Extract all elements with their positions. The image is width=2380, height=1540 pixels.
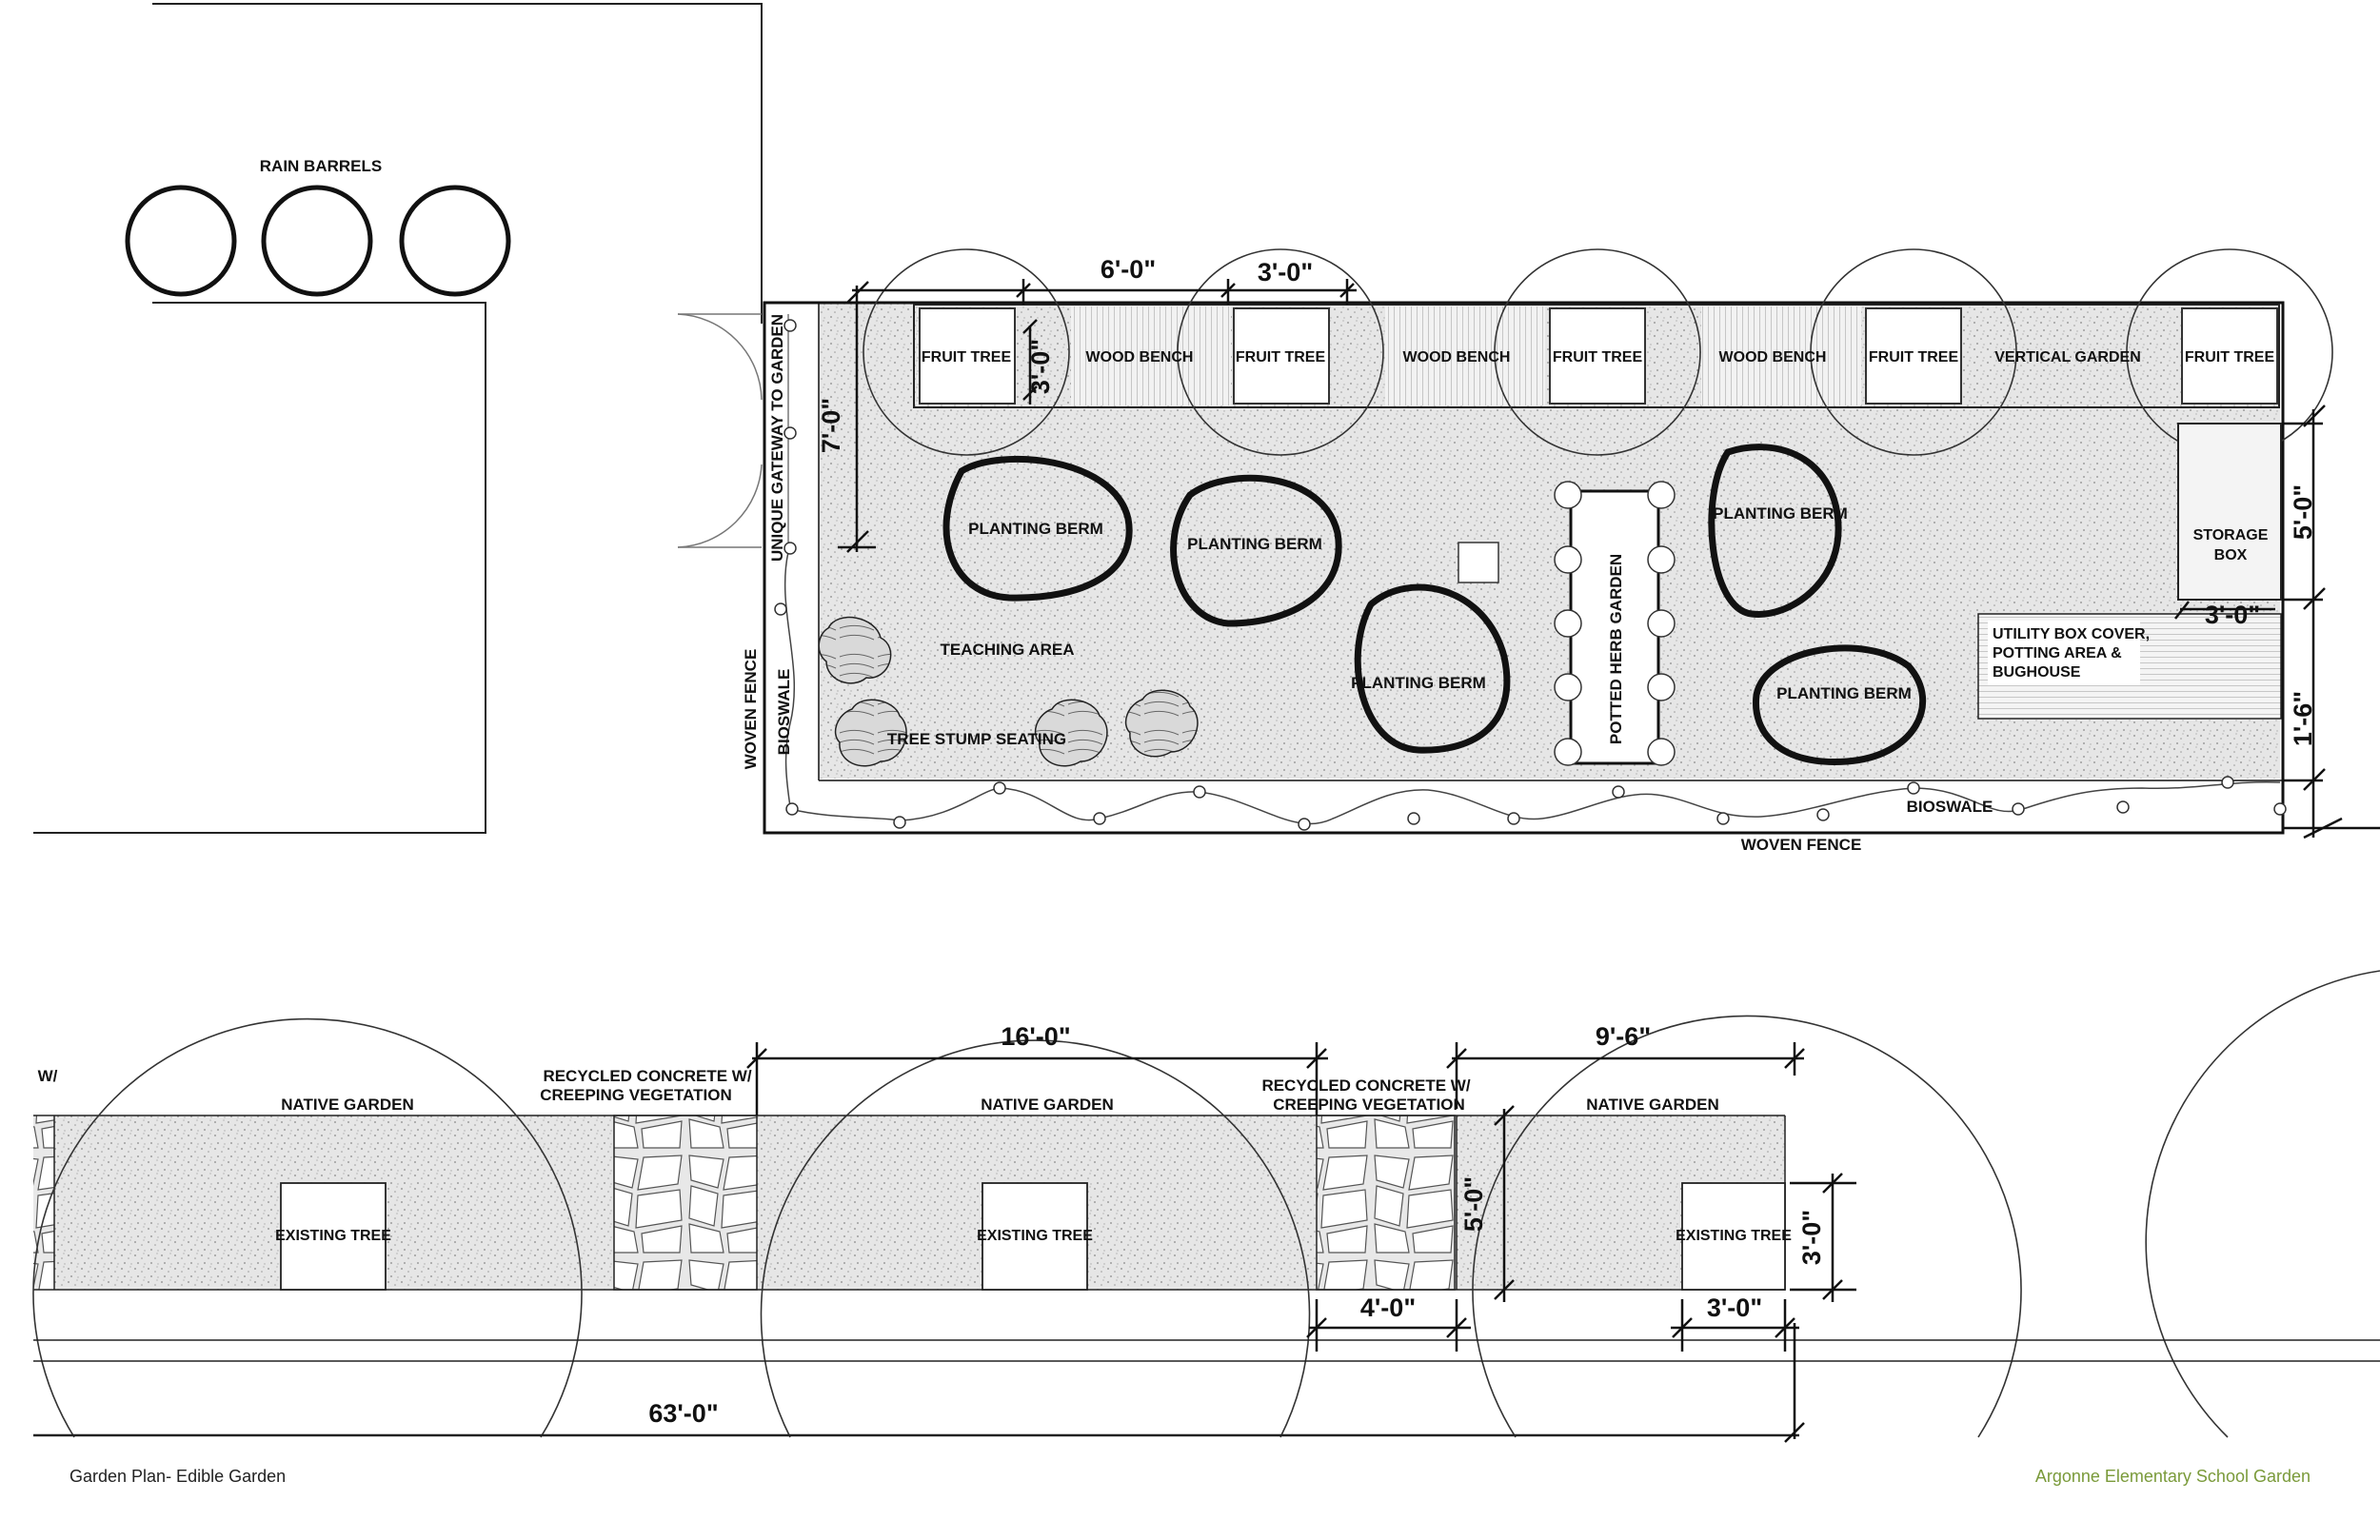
dimension-label: 6'-0" bbox=[1101, 255, 1156, 284]
dimension-label: 63'-0" bbox=[648, 1399, 718, 1428]
tree-stump-seating-label: TREE STUMP SEATING bbox=[887, 730, 1066, 748]
road-lines bbox=[33, 1339, 2380, 1437]
tree-stumps bbox=[818, 616, 1199, 767]
planting-berm-label: PLANTING BERM bbox=[1713, 504, 1848, 523]
teaching-area-label: TEACHING AREA bbox=[940, 641, 1074, 659]
dimension-lines bbox=[746, 1042, 1856, 1443]
planting-berm-label: PLANTING BERM bbox=[1351, 674, 1486, 692]
existing-tree-pits bbox=[280, 1182, 1786, 1291]
building-outline bbox=[33, 3, 763, 834]
recycled-concrete bbox=[1316, 1115, 1456, 1291]
potted-herb-garden-label: POTTED HERB GARDEN bbox=[1607, 554, 1625, 744]
recycled-concrete-label: W/ bbox=[38, 1067, 58, 1085]
existing-tree-label: EXISTING TREE bbox=[977, 1228, 1093, 1244]
dimension-label: 3'-0" bbox=[1797, 1210, 1826, 1265]
existing-tree-label: EXISTING TREE bbox=[1676, 1228, 1792, 1244]
bioswale-label: BIOSWALE bbox=[1907, 798, 1993, 816]
footer-title: Garden Plan- Edible Garden bbox=[69, 1467, 287, 1486]
wood-bench-label: WOOD BENCH bbox=[1719, 349, 1827, 365]
native-garden-label: NATIVE GARDEN bbox=[281, 1096, 413, 1114]
fruit-tree-label: FRUIT TREE bbox=[2185, 349, 2275, 365]
dimension-label: 16'-0" bbox=[1001, 1022, 1070, 1051]
dimension-label: 5'-0" bbox=[1459, 1176, 1488, 1232]
storage-box bbox=[2177, 423, 2282, 601]
gateway-doors bbox=[677, 313, 763, 548]
garden-outer-fence bbox=[763, 301, 2285, 835]
rain-barrels bbox=[125, 185, 511, 297]
planting-berm-label: PLANTING BERM bbox=[968, 520, 1103, 538]
utility-box-label: POTTING AREA & bbox=[1993, 645, 2122, 661]
recycled-concrete bbox=[33, 1116, 54, 1290]
dimension-label: 3'-0" bbox=[1026, 339, 1055, 394]
dimension-label: 1'-6" bbox=[2289, 691, 2317, 746]
bench-row bbox=[913, 304, 2280, 408]
bioswale bbox=[783, 551, 2281, 825]
existing-tree-canopies bbox=[32, 970, 2380, 1438]
utility-box-label: UTILITY BOX COVER, bbox=[1993, 626, 2150, 642]
fruit-tree-label: FRUIT TREE bbox=[1553, 349, 1643, 365]
dimension-label: 9'-6" bbox=[1596, 1022, 1651, 1051]
footer-project-name: Argonne Elementary School Garden bbox=[2034, 1467, 2311, 1486]
dimension-label: 3'-0" bbox=[2205, 601, 2260, 629]
wood-bench-label: WOOD BENCH bbox=[1403, 349, 1511, 365]
fence-posts bbox=[774, 319, 2287, 831]
dimension-label: 4'-0" bbox=[1360, 1293, 1416, 1322]
dimension-label: 5'-0" bbox=[2289, 484, 2317, 540]
fruit-tree-label: FRUIT TREE bbox=[1236, 349, 1326, 365]
fruit-tree-label: FRUIT TREE bbox=[922, 349, 1012, 365]
recycled-concrete-label: CREEPING VEGETATION bbox=[1273, 1096, 1465, 1114]
rain-barrels-label: RAIN BARRELS bbox=[260, 157, 382, 175]
recycled-concrete bbox=[613, 1115, 758, 1291]
storage-box-label: STORAGE bbox=[2193, 527, 2269, 543]
woven-fence-label: WOVEN FENCE bbox=[742, 649, 760, 770]
potted-herb-garden bbox=[1554, 481, 1676, 766]
planting-berm-label: PLANTING BERM bbox=[1187, 535, 1322, 553]
recycled-concrete-label: RECYCLED CONCRETE W/ bbox=[543, 1067, 751, 1085]
dimension-label: 3'-0" bbox=[1707, 1293, 1762, 1322]
center-marker bbox=[1458, 542, 1499, 583]
fruit-tree-canopies bbox=[863, 248, 2333, 456]
storage-box-label: BOX bbox=[2214, 547, 2248, 563]
dimension-lines bbox=[838, 279, 2380, 839]
native-garden-label: NATIVE GARDEN bbox=[981, 1096, 1113, 1114]
unique-gateway-label: UNIQUE GATEWAY TO GARDEN bbox=[768, 314, 786, 562]
planting-berms bbox=[942, 444, 1927, 765]
dimension-label: 7'-0" bbox=[817, 398, 845, 453]
wood-bench-label: WOOD BENCH bbox=[1086, 349, 1194, 365]
bioswale-label: BIOSWALE bbox=[775, 669, 793, 756]
dimension-label: 3'-0" bbox=[1258, 258, 1313, 286]
utility-box-label: BUGHOUSE bbox=[1993, 664, 2081, 681]
woven-fence-label: WOVEN FENCE bbox=[1741, 836, 1862, 854]
existing-tree-label: EXISTING TREE bbox=[275, 1228, 391, 1244]
vertical-garden-label: VERTICAL GARDEN bbox=[1994, 349, 2141, 365]
native-garden-label: NATIVE GARDEN bbox=[1586, 1096, 1718, 1114]
fruit-tree-label: FRUIT TREE bbox=[1869, 349, 1959, 365]
planting-berm-label: PLANTING BERM bbox=[1776, 684, 1912, 702]
recycled-concrete-label: CREEPING VEGETATION bbox=[540, 1086, 732, 1104]
recycled-concrete-label: RECYCLED CONCRETE W/ bbox=[1261, 1076, 1470, 1095]
